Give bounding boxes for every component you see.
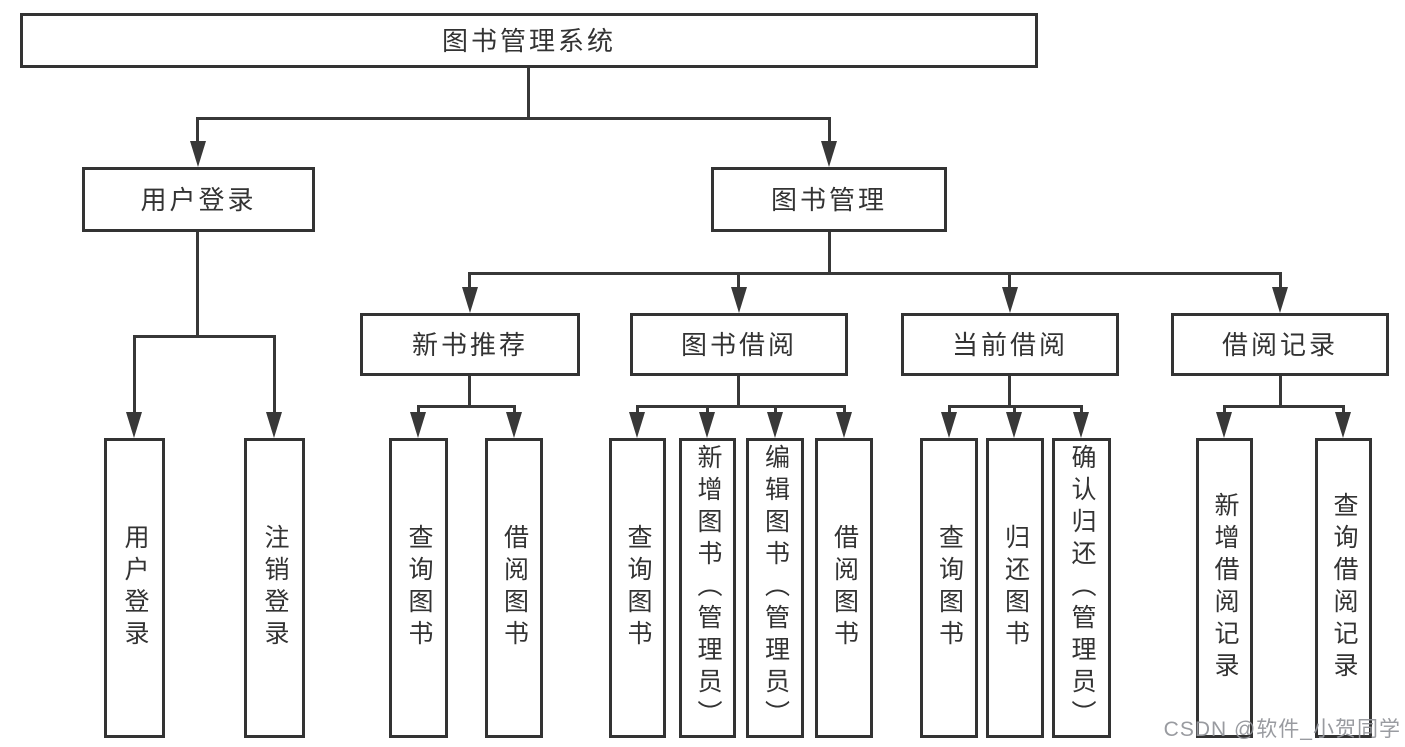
connector-drop-leaf [273, 335, 276, 415]
node-borrow-record-label: 借阅记录 [1221, 329, 1338, 360]
connector-new-book-rec-stem [468, 376, 471, 408]
connector-drop-level3 [1008, 272, 1011, 290]
node-leaf-bb-edit-book-label: 编辑图书（管理员） [761, 444, 790, 732]
node-new-book-rec-label: 新书推荐 [411, 329, 528, 360]
connector-drop-leaf [706, 405, 709, 415]
arrowhead-down-icon [941, 412, 957, 438]
node-leaf-rec-borrow-book: 借阅图书 [485, 438, 543, 738]
connector-book-mgmt-stem [828, 232, 831, 275]
node-root-label: 图书管理系统 [441, 25, 616, 56]
watermark: CSDN @软件_小贺同学 [1163, 718, 1401, 741]
node-leaf-logout-label: 注销登录 [261, 524, 289, 652]
node-leaf-br-query-record: 查询借阅记录 [1315, 438, 1372, 738]
connector-root-stem [527, 68, 530, 119]
node-leaf-bb-query-book: 查询图书 [609, 438, 666, 738]
connector-drop-user-login [196, 117, 199, 145]
node-leaf-cb-query-book-label: 查询图书 [935, 524, 964, 652]
node-leaf-bb-add-book: 新增图书（管理员） [679, 438, 736, 738]
node-leaf-bb-query-book-label: 查询图书 [624, 524, 652, 652]
arrowhead-down-icon [1002, 287, 1018, 313]
arrowhead-down-icon [821, 141, 837, 167]
arrowhead-down-icon [699, 412, 715, 438]
node-leaf-cb-confirm-return: 确认归还（管理员） [1052, 438, 1111, 738]
node-leaf-bb-borrow-book-label: 借阅图书 [830, 524, 859, 652]
node-book-mgmt-label: 图书管理 [770, 184, 887, 215]
connector-drop-leaf [948, 405, 951, 415]
connector-drop-leaf [513, 405, 516, 415]
node-current-borrow-label: 当前借阅 [951, 329, 1068, 360]
arrowhead-down-icon [126, 412, 142, 438]
node-leaf-cb-return-book: 归还图书 [986, 438, 1044, 738]
node-leaf-bb-borrow-book: 借阅图书 [815, 438, 873, 738]
node-leaf-cb-confirm-return-label: 确认归还（管理员） [1068, 444, 1096, 732]
connector-drop-level3 [468, 272, 471, 290]
node-book-mgmt: 图书管理 [711, 167, 947, 232]
node-book-borrow: 图书借阅 [630, 313, 848, 376]
connector-borrow-record-stem [1279, 376, 1282, 408]
arrowhead-down-icon [1272, 287, 1288, 313]
arrowhead-down-icon [1335, 412, 1351, 438]
connector-drop-leaf [1080, 405, 1083, 415]
arrowhead-down-icon [190, 141, 206, 167]
arrowhead-down-icon [266, 412, 282, 438]
node-leaf-br-query-record-label: 查询借阅记录 [1330, 492, 1358, 684]
connector-drop-level3 [1279, 272, 1282, 290]
node-leaf-bb-add-book-label: 新增图书（管理员） [694, 444, 722, 732]
node-leaf-cb-return-book-label: 归还图书 [1001, 524, 1030, 652]
connector-drop-leaf [1223, 405, 1226, 415]
connector-drop-leaf [417, 405, 420, 415]
connector-user-leaf-bar [133, 335, 276, 338]
node-leaf-rec-query-book: 查询图书 [389, 438, 448, 738]
arrowhead-down-icon [836, 412, 852, 438]
connector-rec-leaf-bar [417, 405, 516, 408]
connector-br-leaf-bar [1223, 405, 1344, 408]
node-root: 图书管理系统 [20, 13, 1038, 68]
arrowhead-down-icon [767, 412, 783, 438]
connector-drop-book-mgmt [828, 117, 831, 145]
node-leaf-rec-borrow-book-label: 借阅图书 [500, 524, 529, 652]
arrowhead-down-icon [462, 287, 478, 313]
node-leaf-br-add-record-label: 新增借阅记录 [1211, 492, 1239, 684]
node-leaf-rec-query-book-label: 查询图书 [405, 524, 433, 652]
connector-book-borrow-stem [737, 376, 740, 408]
node-leaf-user-login-label: 用户登录 [121, 524, 149, 652]
connector-bb-leaf-bar [637, 405, 845, 408]
node-leaf-cb-query-book: 查询图书 [920, 438, 978, 738]
connector-drop-leaf [636, 405, 639, 415]
node-current-borrow: 当前借阅 [901, 313, 1119, 376]
connector-drop-leaf [774, 405, 777, 415]
connector-drop-leaf [843, 405, 846, 415]
connector-current-borrow-stem [1008, 376, 1011, 408]
node-new-book-rec: 新书推荐 [360, 313, 580, 376]
arrowhead-down-icon [629, 412, 645, 438]
arrowhead-down-icon [1216, 412, 1232, 438]
node-borrow-record: 借阅记录 [1171, 313, 1389, 376]
node-book-borrow-label: 图书借阅 [680, 329, 797, 360]
node-user-login-label: 用户登录 [140, 184, 257, 215]
node-leaf-logout: 注销登录 [244, 438, 305, 738]
connector-level3-bar [468, 272, 1282, 275]
arrowhead-down-icon [731, 287, 747, 313]
connector-drop-level3 [737, 272, 740, 290]
connector-drop-leaf [1013, 405, 1016, 415]
connector-drop-leaf [133, 335, 136, 415]
node-leaf-br-add-record: 新增借阅记录 [1196, 438, 1253, 738]
node-user-login: 用户登录 [82, 167, 315, 232]
arrowhead-down-icon [506, 412, 522, 438]
connector-drop-leaf [1342, 405, 1345, 415]
connector-level2-bar [196, 117, 831, 120]
arrowhead-down-icon [1006, 412, 1022, 438]
node-leaf-user-login: 用户登录 [104, 438, 165, 738]
node-leaf-bb-edit-book: 编辑图书（管理员） [746, 438, 804, 738]
arrowhead-down-icon [410, 412, 426, 438]
arrowhead-down-icon [1073, 412, 1089, 438]
connector-user-login-stem [196, 232, 199, 337]
